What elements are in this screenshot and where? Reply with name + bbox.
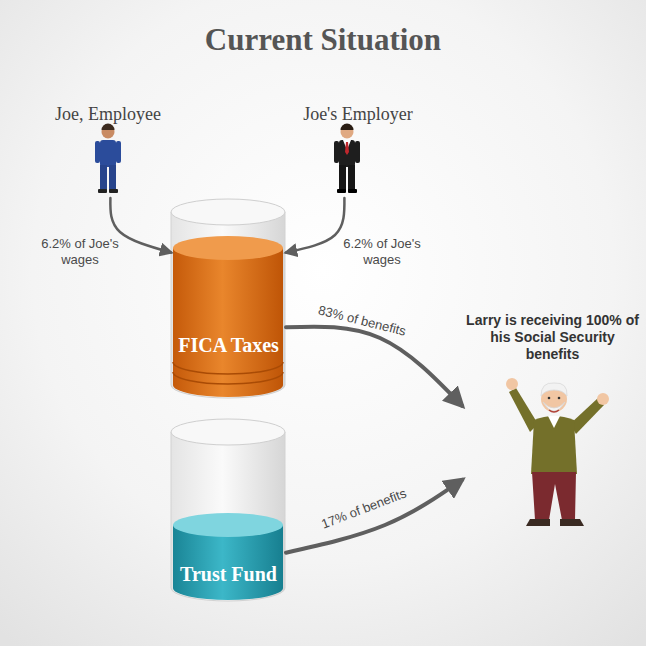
shoe bbox=[348, 189, 357, 193]
hand bbox=[597, 393, 609, 405]
hair bbox=[541, 383, 567, 396]
leg bbox=[348, 165, 355, 190]
edge-label: 83% of benefits bbox=[297, 298, 427, 345]
beard bbox=[543, 402, 565, 411]
ring bbox=[173, 372, 283, 384]
flow-arrow bbox=[286, 327, 462, 406]
tie bbox=[345, 142, 349, 155]
worker-figure bbox=[95, 124, 121, 194]
sleeve bbox=[509, 388, 538, 432]
eye bbox=[548, 397, 551, 400]
hair bbox=[102, 124, 115, 131]
leg bbox=[100, 165, 107, 190]
shoe bbox=[560, 519, 584, 526]
edge-label: 6.2% of Joe's wages bbox=[30, 236, 130, 268]
node-text: Joe, Employee bbox=[48, 104, 168, 125]
person-node: Joe's Employer bbox=[290, 100, 426, 198]
sleeve bbox=[570, 398, 604, 434]
hand bbox=[506, 378, 518, 390]
person-node: Joe, Employee bbox=[48, 100, 168, 198]
shoe bbox=[98, 189, 107, 193]
glass-top bbox=[171, 419, 285, 445]
edge-label: 6.2% of Joe's wages bbox=[332, 236, 432, 268]
liquid-top bbox=[173, 236, 283, 260]
eye bbox=[558, 397, 561, 400]
leg bbox=[109, 165, 116, 190]
node-text: Larry is receiving 100% of his Social Se… bbox=[462, 312, 643, 363]
arm bbox=[334, 141, 339, 163]
node-text: Joe's Employer bbox=[290, 104, 426, 125]
shoe bbox=[109, 189, 118, 193]
glass-top bbox=[171, 199, 285, 225]
connectors bbox=[110, 198, 462, 553]
arm bbox=[95, 141, 100, 163]
cylinder-node: FICA Taxes bbox=[171, 198, 286, 400]
person-node: Larry is receiving 100% of his Social Se… bbox=[462, 312, 643, 530]
fica-cylinder bbox=[171, 199, 285, 398]
leg bbox=[339, 165, 346, 190]
cylinder-node: Trust Fund bbox=[171, 418, 286, 600]
ring bbox=[173, 362, 283, 374]
glass-body bbox=[171, 212, 285, 398]
mouth bbox=[549, 410, 559, 412]
flow-arrow bbox=[110, 198, 171, 253]
torso bbox=[100, 140, 116, 167]
liquid-body bbox=[173, 248, 283, 397]
node-text: FICA Taxes bbox=[171, 334, 286, 357]
node-text: Trust Fund bbox=[171, 563, 286, 586]
flow-arrow bbox=[286, 480, 462, 553]
glass-body bbox=[171, 432, 285, 601]
hair bbox=[341, 124, 354, 131]
collar bbox=[548, 416, 560, 428]
torso bbox=[339, 140, 355, 167]
shoe bbox=[337, 189, 346, 193]
shoe bbox=[526, 519, 550, 526]
flow-arrow bbox=[286, 198, 344, 253]
edge-label: 17% of benefits bbox=[300, 478, 427, 540]
trust-cylinder bbox=[171, 419, 285, 601]
arm bbox=[116, 141, 121, 163]
liquid-top bbox=[173, 513, 283, 537]
sweater bbox=[531, 416, 577, 474]
arm bbox=[355, 141, 360, 163]
diagram-title: Current Situation bbox=[0, 22, 646, 58]
trousers bbox=[532, 472, 576, 520]
employer-figure bbox=[334, 124, 360, 194]
retiree-figure bbox=[506, 378, 609, 526]
